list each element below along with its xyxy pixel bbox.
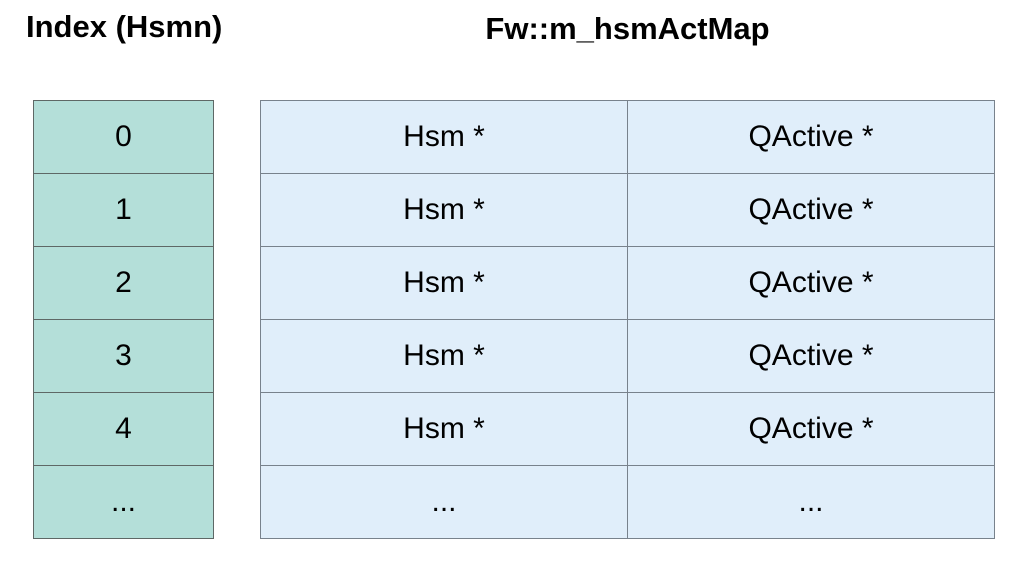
index-table: 0 1 2 3 4 ... — [33, 100, 214, 539]
hsm-pointer-cell: Hsm * — [403, 120, 485, 153]
hsm-pointer-cell: Hsm * — [403, 266, 485, 299]
qactive-pointer-cell: QActive * — [627, 247, 994, 319]
map-row: Hsm * QActive * — [261, 101, 994, 173]
qactive-ellipsis-cell: ... — [627, 466, 994, 538]
hsm-pointer-cell: Hsm * — [403, 193, 485, 226]
map-row: Hsm * QActive * — [261, 173, 994, 246]
hsm-pointer-cell: Hsm * — [403, 339, 485, 372]
hsm-pointer-cell: Hsm * — [403, 412, 485, 445]
index-cell-1: 1 — [34, 173, 213, 246]
index-cell-ellipsis: ... — [34, 465, 213, 538]
index-table-title: Index (Hsmn) — [26, 9, 223, 44]
index-cell-0: 0 — [115, 120, 132, 153]
hsm-ellipsis-cell: ... — [431, 485, 457, 518]
qactive-pointer-cell: QActive * — [627, 174, 994, 246]
index-cell-4: 4 — [34, 392, 213, 465]
index-cell-2: 2 — [34, 246, 213, 319]
qactive-pointer-cell: QActive * — [627, 101, 994, 173]
map-row: Hsm * QActive * — [261, 246, 994, 319]
qactive-pointer-cell: QActive * — [627, 320, 994, 392]
index-cell-3: 3 — [34, 319, 213, 392]
map-table: Hsm * QActive * Hsm * QActive * Hsm * QA… — [260, 100, 995, 539]
map-table-title: Fw::m_hsmActMap — [485, 11, 770, 46]
map-row: Hsm * QActive * — [261, 319, 994, 392]
map-row-ellipsis: ... ... — [261, 465, 994, 538]
qactive-pointer-cell: QActive * — [627, 393, 994, 465]
map-row: Hsm * QActive * — [261, 392, 994, 465]
